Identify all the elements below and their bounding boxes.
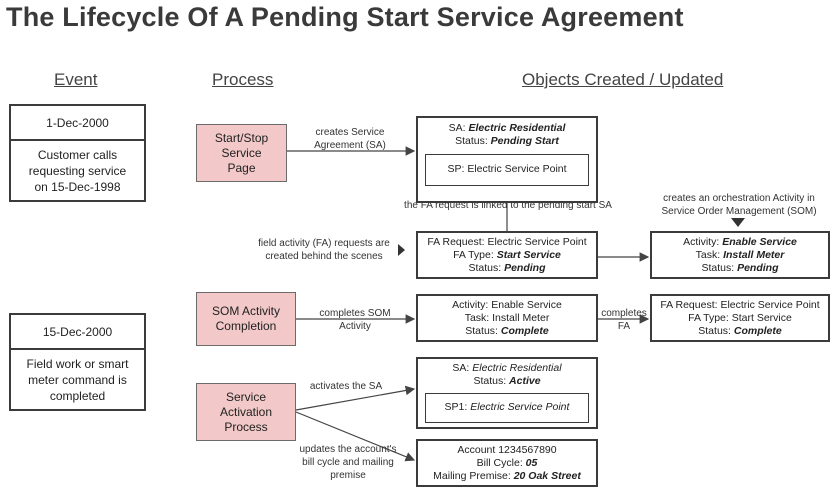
arrow-activation-to-sa (295, 385, 416, 411)
sa-line: SA: Electric Residential (448, 122, 566, 134)
status-line: Status: Complete (465, 325, 549, 337)
activity-line: Activity: Enable Service (452, 299, 562, 311)
sa-active-box: SA: Electric Residential Status: Active … (416, 357, 598, 429)
label-completes-fa: completes FA (601, 308, 647, 332)
triangle-pointer-fa (398, 244, 405, 256)
account-line: Account 1234567890 (457, 444, 557, 456)
status-line: Status: Pending Start (455, 135, 559, 147)
column-header-process: Process (212, 70, 274, 89)
label-activates-sa: activates the SA (309, 381, 383, 392)
sa-line: SA: Electric Residential (452, 362, 562, 374)
process-service-activation: Service Activation Process (196, 383, 296, 441)
activity-complete-box: Activity: Enable Service Task: Install M… (416, 294, 598, 342)
event-description: Field work or smart meter command is com… (26, 356, 129, 403)
process-start-stop-service-page: Start/Stop Service Page (196, 124, 287, 182)
mailing-premise-line: Mailing Premise: 20 Oak Street (433, 470, 581, 482)
event-box-1: 1-Dec-2000 Customer calls requesting ser… (9, 104, 146, 202)
event-date: 1-Dec-2000 (11, 106, 144, 141)
fa-request-line: FA Request: Electric Service Point (427, 236, 587, 248)
process-som-activity-completion: SOM Activity Completion (196, 292, 296, 346)
bill-cycle-line: Bill Cycle: 05 (476, 457, 538, 469)
account-box: Account 1234567890 Bill Cycle: 05 Mailin… (416, 439, 598, 487)
fa-request-pending-box: FA Request: Electric Service Point FA Ty… (416, 231, 598, 279)
activity-line: Activity: Enable Service (683, 236, 797, 248)
page-title: The Lifecycle Of A Pending Start Service… (6, 2, 684, 32)
sp-inner-box: SP: Electric Service Point (425, 154, 589, 186)
fa-request-line: FA Request: Electric Service Point (660, 299, 820, 311)
triangle-pointer-som (731, 218, 745, 227)
label-fa-linked: the FA request is linked to the pending … (404, 200, 612, 211)
event-box-2: 15-Dec-2000 Field work or smart meter co… (9, 313, 146, 411)
status-line: Status: Complete (698, 325, 782, 337)
status-line: Status: Active (473, 375, 541, 387)
event-description: Customer calls requesting service on 15-… (28, 147, 127, 194)
activity-pending-box: Activity: Enable Service Task: Install M… (650, 231, 830, 279)
label-completes-som: completes SOM Activity (319, 308, 391, 332)
event-date: 15-Dec-2000 (11, 315, 144, 350)
label-creates-orchestration: creates an orchestration Activity in Ser… (661, 193, 817, 217)
task-line: Task: Install Meter (695, 249, 785, 261)
label-fa-behind-scenes: field activity (FA) requests are created… (258, 238, 390, 262)
status-line: Status: Pending (701, 262, 779, 274)
column-header-event: Event (54, 70, 98, 89)
fa-type-line: FA Type: Start Service (453, 249, 561, 261)
status-line: Status: Pending (468, 262, 546, 274)
sp1-inner-box: SP1: Electric Service Point (425, 393, 589, 423)
column-header-objects: Objects Created / Updated (522, 70, 724, 89)
sa-pending-start-box: SA: Electric Residential Status: Pending… (416, 116, 598, 203)
fa-type-line: FA Type: Start Service (688, 312, 792, 324)
label-creates-sa: creates Service Agreement (SA) (314, 127, 386, 151)
arrow-activation-to-account (295, 411, 416, 462)
label-updates-account: updates the account's bill cycle and mai… (299, 444, 397, 481)
fa-request-complete-box: FA Request: Electric Service Point FA Ty… (650, 294, 830, 342)
task-line: Task: Install Meter (464, 312, 550, 324)
